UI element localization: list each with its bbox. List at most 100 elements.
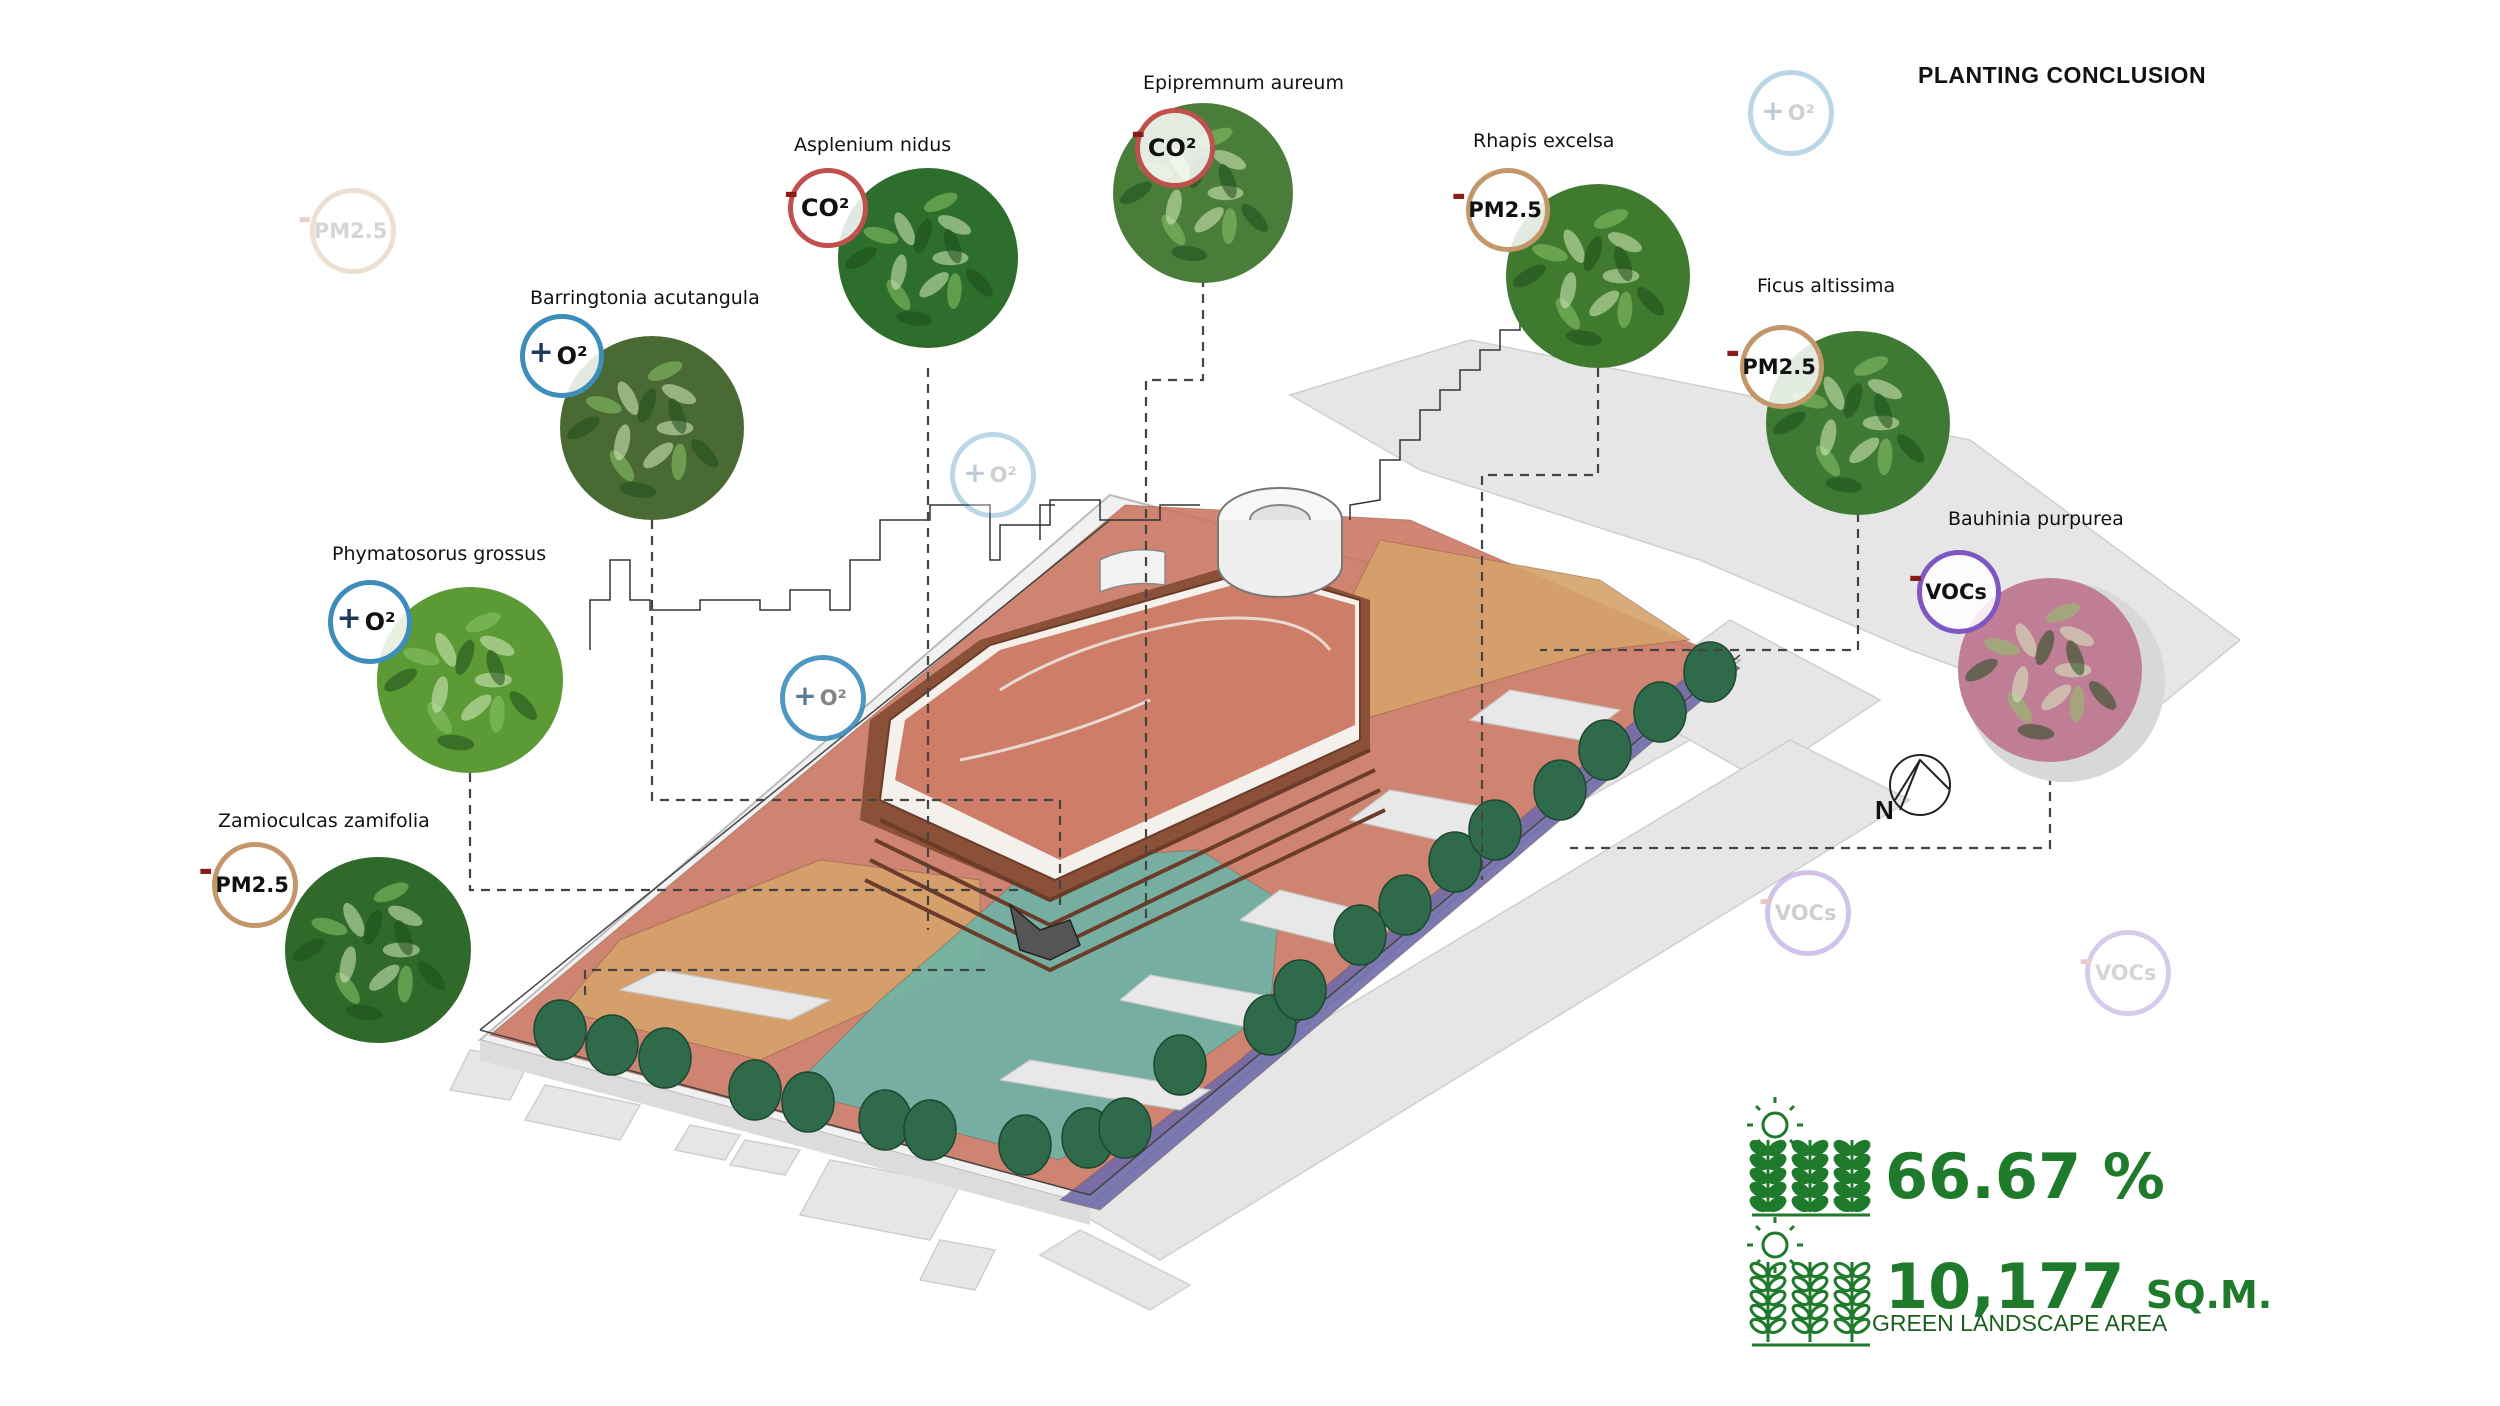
leaf-shape [1773,411,1806,435]
tree-canopy [998,1114,1052,1176]
leaf-shape [1849,437,1880,464]
plant-photo-disc [838,168,1018,348]
crop-leaf [1749,1153,1769,1171]
crop-leaf [1767,1275,1787,1293]
crop-leaf [1809,1181,1829,1199]
leaf-shape [943,228,962,264]
leaf-shape [845,246,877,270]
crop-leaf [1851,1317,1871,1335]
crop-leaf [1767,1303,1787,1321]
leaf-shape [586,396,622,414]
crop-leaf [1767,1261,1787,1279]
crop-leaf [1749,1289,1769,1307]
leaf-shape [1593,209,1629,229]
leaf-shape [1560,272,1577,309]
effect-label: VOCs [1774,901,1837,925]
leaf-shape [384,668,418,692]
crop-leaf [1791,1261,1811,1279]
leaf-shape [1241,203,1268,232]
effect-badge-epipremnum-aureum: ▬CO² [1132,108,1215,188]
crop-leaf [1833,1261,1853,1279]
crop-leaf [1749,1275,1769,1293]
plant-photo-disc [1958,578,2142,762]
leaf-shape [373,882,409,903]
crop-leaf [1809,1261,1829,1279]
leaf-shape [1843,383,1863,419]
north-label: N [1875,795,1894,825]
effect-label: PM2.5 [313,219,388,243]
crop-leaf [1851,1167,1871,1185]
leaf-shape [1965,658,1998,682]
plant-name-phymatosorus-grossus: Phymatosorus grossus [332,543,547,565]
crop-leaf [1767,1139,1787,1157]
crop-icon [1749,1261,1787,1342]
leaf-shape [1823,376,1845,410]
effect-sign: + [963,455,987,489]
leaf-shape [2017,724,2055,740]
leaf-shape [966,268,993,297]
crop-leaf [1833,1275,1853,1293]
leaf-shape [2069,685,2085,723]
leaf-shape [417,961,446,991]
leaf-shape [567,416,600,440]
crop-leaf [1833,1167,1853,1185]
tree-canopy [1468,799,1522,861]
leaf-shape [614,424,631,461]
tree-canopy [1578,719,1632,781]
crop-leaf [1833,1139,1853,1157]
floating-effect-badge: +O² [1748,70,1834,156]
leaf-shape [387,905,423,926]
effect-label: O² [1787,101,1815,125]
plant-name-asplenium-nidus: Asplenium nidus [794,134,952,156]
leaf-shape [489,695,505,733]
leaf-shape [1877,438,1893,476]
leaf-shape [1853,356,1889,376]
leaf-shape [947,273,962,310]
tree-canopy [1273,959,1327,1021]
floating-effect-badge: ▬PM2.5 [299,188,396,274]
green-area-label: GREEN LANDSCAPE AREA [1872,1310,2168,1336]
plant-photo-disc [1506,184,1690,368]
site-fence [479,519,1741,1196]
effect-badge-zamioculcas-zamifolia: ▬PM2.5 [199,842,298,928]
leaf-shape [1867,379,1903,400]
effect-badge-rhapis-excelsa: ▬PM2.5 [1452,168,1550,252]
floating-effect-badge: +O² [950,432,1036,518]
leaf-shape [311,917,348,936]
effect-badge-ficus-altissima: ▬PM2.5 [1726,325,1824,409]
leaf-shape [919,272,949,298]
plant-name-ficus-altissima: Ficus altissima [1757,275,1896,297]
crop-leaf [1851,1261,1871,1279]
crop-leaf [1791,1167,1811,1185]
crop-leaf [1767,1289,1787,1307]
leaf-shape [2012,666,2029,703]
crop-leaf [1833,1317,1853,1335]
effect-label: O² [989,463,1017,487]
effect-label: O² [364,608,396,636]
floating-effect-badge: ▬VOCs [2080,930,2171,1016]
crop-leaf [1833,1289,1853,1307]
leaf-shape [403,647,440,666]
leaf-shape [923,192,958,212]
crop-leaf [1791,1317,1811,1335]
effect-sign: + [1761,93,1785,127]
leaf-shape [2045,603,2081,623]
leaf-shape [890,254,907,290]
plant-name-barringtonia-acutangula: Barringtonia acutangula [530,287,760,309]
effect-sign: + [793,678,817,712]
effect-label: PM2.5 [215,873,289,897]
leaf-shape [2088,680,2117,710]
plant-photo-barringtonia-acutangula [560,336,744,520]
effect-label: PM2.5 [1468,198,1542,222]
leaf-shape [369,964,400,991]
leaf-shape [619,482,657,498]
leaf-shape [1583,236,1603,272]
leaf-shape [1563,229,1585,263]
crop-leaf [1791,1153,1811,1171]
effect-badge-bauhinia-purpurea: ▬VOCs [1909,550,2001,634]
sun-icon [1747,1217,1803,1273]
leaf-shape [617,381,639,415]
leaf-shape [339,946,357,983]
leaf-shape [431,676,449,713]
plant-name-zamioculcas-zamifolia: Zamioculcas zamifolia [218,810,430,832]
